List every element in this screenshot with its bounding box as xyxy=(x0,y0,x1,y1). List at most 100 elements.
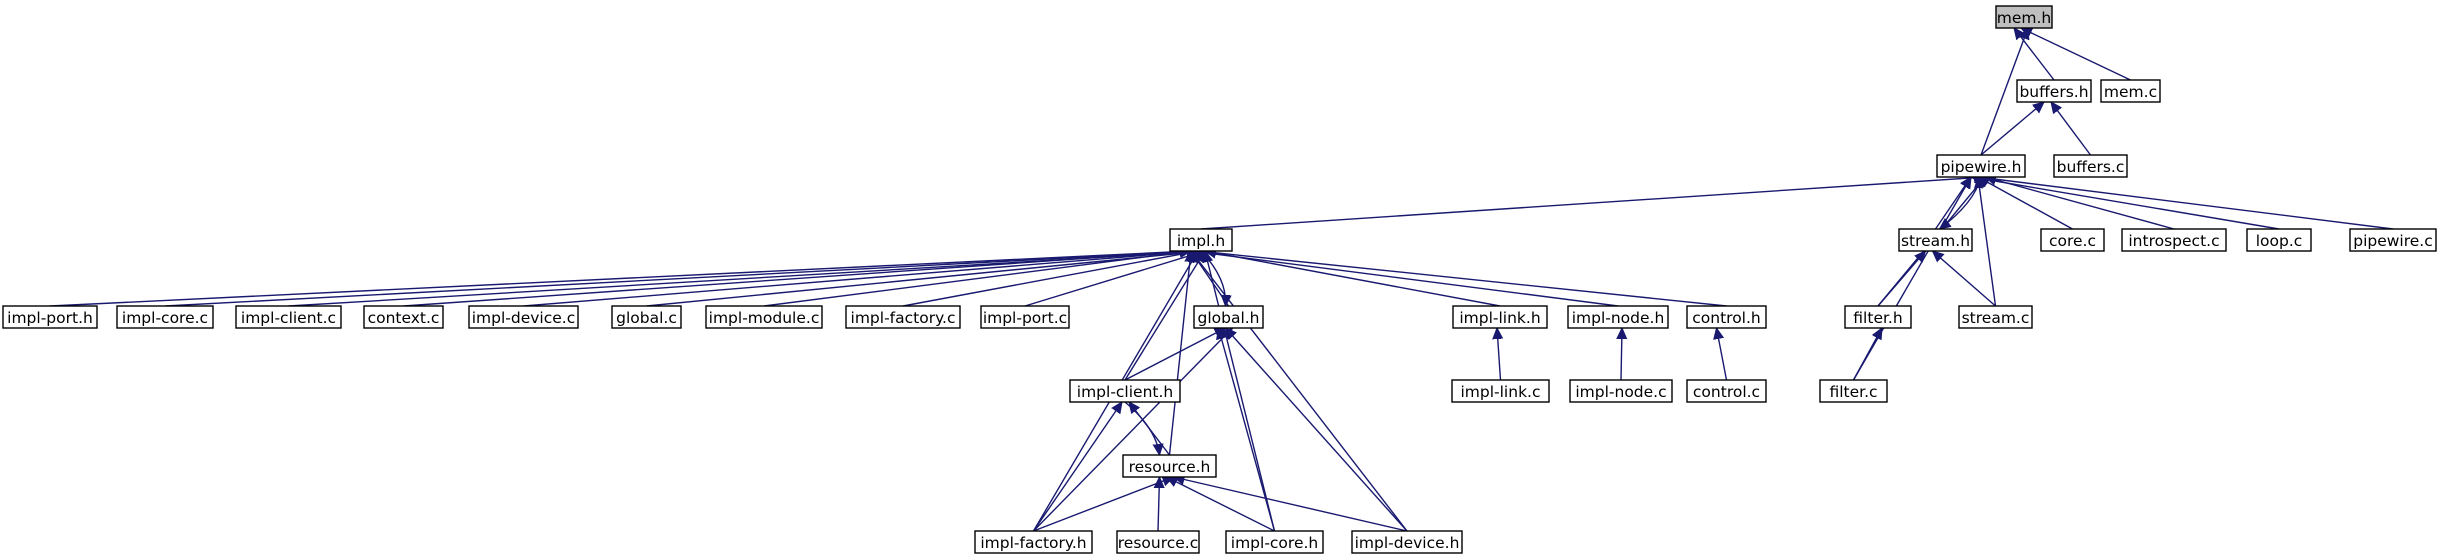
node-label: mem.c xyxy=(2104,83,2157,101)
node-label: impl-port.h xyxy=(7,309,93,327)
node-box xyxy=(1193,305,1264,329)
node-global-h[interactable]: global.h xyxy=(1193,305,1264,329)
node-label: impl-core.h xyxy=(1231,534,1318,552)
node-impl-factory-c[interactable]: impl-factory.c xyxy=(845,305,961,329)
node-impl-link-h[interactable]: impl-link.h xyxy=(1452,305,1548,329)
node-impl-factory-h[interactable]: impl-factory.h xyxy=(974,530,1093,554)
node-box xyxy=(2100,79,2161,103)
edge-control-c-to-control-h xyxy=(1717,328,1728,381)
node-label: impl-device.c xyxy=(472,309,576,327)
node-impl-client-c[interactable]: impl-client.c xyxy=(235,305,342,329)
node-filter-h[interactable]: filter.h xyxy=(1844,305,1912,329)
node-box xyxy=(845,305,961,329)
node-label: impl-factory.h xyxy=(980,534,1086,552)
edge-pipewire-h-to-stream-h xyxy=(1940,176,1982,229)
node-introspect-c[interactable]: introspect.c xyxy=(2121,228,2227,252)
edge-global-c-to-impl-h xyxy=(646,251,1206,307)
node-control-c[interactable]: control.c xyxy=(1686,379,1767,403)
node-label: buffers.c xyxy=(2057,158,2125,176)
node-label: impl-core.c xyxy=(122,309,208,327)
edge-impl-core-h-to-global-h xyxy=(1219,328,1276,532)
node-label: global.h xyxy=(1197,309,1259,327)
edge-impl-device-c-to-impl-h xyxy=(523,251,1199,307)
node-context-c[interactable]: context.c xyxy=(363,305,444,329)
node-label: control.c xyxy=(1693,383,1760,401)
node-stream-h[interactable]: stream.h xyxy=(1898,228,1973,252)
node-box xyxy=(235,305,342,329)
node-box xyxy=(1958,305,2033,329)
node-mem-c[interactable]: mem.c xyxy=(2100,79,2161,103)
node-label: stream.h xyxy=(1901,232,1970,250)
node-label: mem.h xyxy=(1997,9,2052,27)
node-filter-c[interactable]: filter.c xyxy=(1819,379,1888,403)
node-label: core.c xyxy=(2049,232,2096,250)
edge-impl-client-h-to-global-h xyxy=(1124,327,1226,381)
node-label: impl-node.c xyxy=(1575,383,1666,401)
edge-impl-factory-c-to-impl-h xyxy=(902,251,1198,307)
node-label: impl-factory.c xyxy=(851,309,956,327)
node-label: impl-client.h xyxy=(1077,383,1173,401)
node-impl-port-c[interactable]: impl-port.c xyxy=(980,305,1070,329)
node-box xyxy=(1844,305,1912,329)
node-impl-core-h[interactable]: impl-core.h xyxy=(1225,530,1324,554)
node-box xyxy=(1351,530,1463,554)
node-box xyxy=(1936,154,2026,178)
node-label: buffers.h xyxy=(2019,83,2088,101)
node-impl-device-c[interactable]: impl-device.c xyxy=(468,305,579,329)
edge-filter-c-to-filter-h xyxy=(1852,328,1883,381)
node-impl-node-h[interactable]: impl-node.h xyxy=(1567,305,1669,329)
edge-impl-client-h-to-resource-h xyxy=(1124,401,1160,455)
node-resource-h[interactable]: resource.h xyxy=(1122,454,1217,478)
node-pipewire-c[interactable]: pipewire.c xyxy=(2349,228,2437,252)
node-label: impl.h xyxy=(1177,232,1225,250)
node-impl-core-c[interactable]: impl-core.c xyxy=(116,305,214,329)
edge-pipewire-c-to-pipewire-h xyxy=(1978,177,2394,230)
node-stream-c[interactable]: stream.c xyxy=(1958,305,2033,329)
node-label: impl-link.h xyxy=(1459,309,1540,327)
edge-impl-factory-h-to-resource-h xyxy=(1033,477,1174,532)
node-impl-node-c[interactable]: impl-node.c xyxy=(1569,379,1673,403)
edge-impl-device-h-to-global-h xyxy=(1226,328,1408,532)
node-label: resource.h xyxy=(1129,458,1211,476)
node-box xyxy=(1819,379,1888,403)
node-buffers-h[interactable]: buffers.h xyxy=(2016,79,2092,103)
edge-impl-core-h-to-resource-h xyxy=(1167,476,1275,532)
edge-core-c-to-pipewire-h xyxy=(1978,176,2073,230)
edge-buffers-h-to-mem-h xyxy=(2014,28,2055,81)
node-label: filter.c xyxy=(1829,383,1877,401)
node-box xyxy=(1567,305,1669,329)
node-box xyxy=(1686,379,1767,403)
node-impl-h[interactable]: impl.h xyxy=(1169,228,1233,252)
node-label: impl-device.h xyxy=(1355,534,1460,552)
node-impl-module-c[interactable]: impl-module.c xyxy=(705,305,823,329)
node-global-c[interactable]: global.c xyxy=(611,305,682,329)
edge-resource-c-to-resource-h xyxy=(1158,477,1160,532)
node-control-h[interactable]: control.h xyxy=(1686,305,1767,329)
edge-impl-factory-h-to-global-h xyxy=(1033,328,1233,532)
node-box xyxy=(2053,154,2128,178)
node-resource-c[interactable]: resource.c xyxy=(1116,530,1200,554)
node-core-c[interactable]: core.c xyxy=(2040,228,2105,252)
node-loop-c[interactable]: loop.c xyxy=(2246,228,2312,252)
node-impl-port-h[interactable]: impl-port.h xyxy=(2,305,98,329)
node-box xyxy=(705,305,823,329)
node-box xyxy=(1898,228,1973,252)
node-buffers-c[interactable]: buffers.c xyxy=(2053,154,2128,178)
node-label: context.c xyxy=(368,309,440,327)
nodes-layer: mem.h buffers.h mem.c pipewire.h buffers.c im… xyxy=(2,5,2437,554)
node-impl-device-h[interactable]: impl-device.h xyxy=(1351,530,1463,554)
edge-pipewire-h-to-mem-h xyxy=(1980,28,2028,156)
edge-stream-c-to-stream-h xyxy=(1933,251,1996,307)
edge-impl-client-h-to-impl-h xyxy=(1124,251,1205,381)
node-box xyxy=(974,530,1093,554)
node-label: introspect.c xyxy=(2128,232,2219,250)
edge-impl-device-h-to-resource-h xyxy=(1174,477,1408,532)
node-impl-client-h[interactable]: impl-client.h xyxy=(1069,379,1181,403)
node-pipewire-h[interactable]: pipewire.h xyxy=(1936,154,2026,178)
edge-impl-port-c-to-impl-h xyxy=(1024,251,1205,307)
node-impl-link-c[interactable]: impl-link.c xyxy=(1451,379,1550,403)
node-box xyxy=(468,305,579,329)
node-box xyxy=(1116,530,1200,554)
node-box xyxy=(1122,454,1217,478)
node-box xyxy=(1169,228,1233,252)
